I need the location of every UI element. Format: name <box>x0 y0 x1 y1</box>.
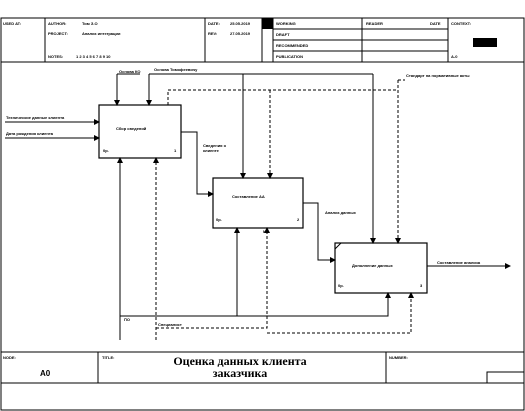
reader-label: READER <box>366 21 383 26</box>
box-1-number: 1 <box>174 148 177 153</box>
box-3-label: Дополнение данных <box>352 263 393 268</box>
project-value: Анализ интеграции <box>82 31 121 36</box>
mechanism-label-1: ПО <box>124 317 130 322</box>
control-label-3: Стандарт на нормативные акты <box>406 73 470 78</box>
rev-label: REV: <box>208 31 218 36</box>
number-label: NUMBER: <box>389 355 408 360</box>
node-label: NODE: <box>3 355 16 360</box>
box-1 <box>98 104 182 159</box>
box-2-number: 2 <box>297 217 300 222</box>
status-publication: PUBLICATION <box>276 54 304 59</box>
control-label-2: Основа Тимофеевичу <box>154 67 198 72</box>
date-value: 25.05.2019 <box>230 21 251 26</box>
box-3 <box>334 242 428 294</box>
date2-label: DATE <box>430 21 441 26</box>
node-value: A0 <box>40 369 51 378</box>
notes-label: NOTES: <box>48 54 64 59</box>
title-value-2: заказчика <box>212 366 268 380</box>
between-label-1: Сведения о клиенте <box>203 143 227 153</box>
mechanism-small-label: М2 <box>263 229 269 234</box>
box-3-number: 3 <box>420 283 423 288</box>
control-label-1: Основа КО <box>119 69 141 74</box>
author-label: AUTHOR: <box>48 21 67 26</box>
project-label: PROJECT: <box>48 31 68 36</box>
box-2 <box>212 177 304 229</box>
output-label: Составление анализа <box>437 260 481 265</box>
status-recommended: RECOMMENDED <box>276 43 309 48</box>
context-node: A-0 <box>451 54 458 59</box>
context-label: CONTEXT: <box>451 21 471 26</box>
box-2-cost: 0р. <box>216 217 222 222</box>
box-2-label: Составление АА <box>232 194 265 199</box>
notes-value: 1 2 3 4 5 6 7 8 9 10 <box>76 54 111 59</box>
status-working: WORKING <box>276 21 296 26</box>
between-label-2: Анализ данных <box>325 210 356 215</box>
context-thumbnail <box>473 38 497 47</box>
date-label: DATE: <box>208 21 220 26</box>
author-value: Тим З.О <box>82 21 98 26</box>
input-label-2: Дата рождения клиента <box>6 131 53 136</box>
mechanism-label-2: Специалист <box>158 322 182 327</box>
box-1-cost: 0р. <box>103 148 109 153</box>
box-1-label: Сбор сведений <box>116 126 147 131</box>
used-at-label: USED AT: <box>3 21 21 26</box>
rev-value: 27.05.2019 <box>230 31 251 36</box>
title-value: Оценка данных клиента <box>173 354 307 368</box>
title-label: TITLE: <box>102 355 115 360</box>
box-3-cost: 0р. <box>338 283 344 288</box>
status-draft: DRAFT <box>276 32 290 37</box>
input-label-1: Технические данные клиента <box>6 115 65 120</box>
